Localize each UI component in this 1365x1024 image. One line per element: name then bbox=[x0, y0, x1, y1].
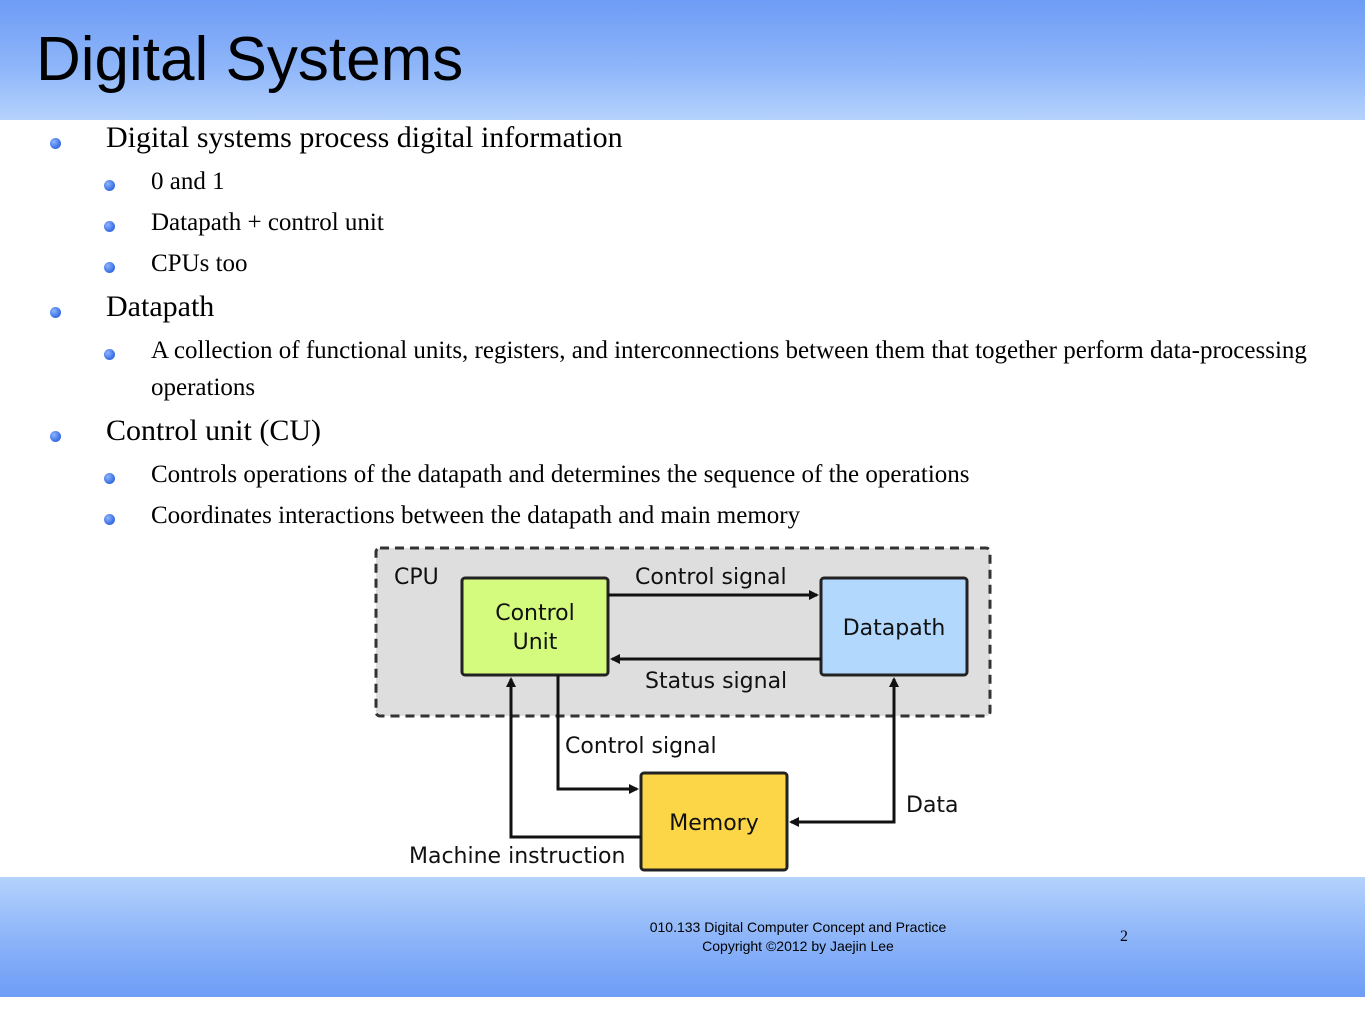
sub-bullet-item: 0 and 1 bbox=[151, 168, 225, 195]
cpu-diagram: CPU Control Unit Datapath Memory Control… bbox=[374, 546, 992, 872]
slide-header: Digital Systems bbox=[0, 0, 1365, 120]
control-unit-box bbox=[460, 576, 610, 677]
cpu-label: CPU bbox=[394, 565, 439, 590]
sub-bullet-item: CPUs too bbox=[151, 250, 248, 277]
sub-bullet-dot bbox=[104, 514, 115, 525]
memory-box bbox=[639, 771, 789, 872]
bullet-dot bbox=[50, 138, 61, 149]
bullet-item: Control unit (CU) bbox=[106, 414, 321, 447]
slide-title: Digital Systems bbox=[36, 25, 464, 94]
bullet-dot bbox=[50, 307, 61, 318]
sub-bullet-dot bbox=[104, 262, 115, 273]
footer-text: 010.133 Digital Computer Concept and Pra… bbox=[598, 918, 998, 956]
control-signal-bottom-label: Control signal bbox=[565, 734, 717, 759]
sub-bullet-item: Datapath + control unit bbox=[151, 209, 384, 236]
memory-label: Memory bbox=[669, 811, 758, 836]
control-signal-memory-arrow bbox=[556, 675, 639, 794]
slide-footer: 010.133 Digital Computer Concept and Pra… bbox=[0, 877, 1365, 997]
course-line: 010.133 Digital Computer Concept and Pra… bbox=[649, 919, 947, 935]
control-signal-top-label: Control signal bbox=[635, 565, 787, 590]
machine-instruction-label: Machine instruction bbox=[409, 844, 625, 869]
sub-bullet-dot bbox=[104, 473, 115, 484]
sub-bullet-item: A collection of functional units, regist… bbox=[151, 337, 1307, 401]
control-unit-label-line2: Unit bbox=[513, 630, 558, 655]
datapath-label: Datapath bbox=[843, 616, 946, 641]
data-label: Data bbox=[906, 793, 959, 818]
sub-bullet-item: Controls operations of the datapath and … bbox=[151, 461, 970, 488]
sub-bullet-item: Coordinates interactions between the dat… bbox=[151, 502, 801, 529]
machine-instruction-arrow bbox=[506, 677, 641, 839]
bullet-dot bbox=[50, 431, 61, 442]
bullet-item: Digital systems process digital informat… bbox=[106, 121, 623, 154]
sub-bullet-dot bbox=[104, 221, 115, 232]
page-number: 2 bbox=[1120, 928, 1128, 945]
status-signal-label: Status signal bbox=[645, 669, 787, 694]
control-unit-label-line1: Control bbox=[495, 601, 575, 626]
bullet-item: Datapath bbox=[106, 290, 215, 323]
copyright-line: Copyright ©2012 by Jaejin Lee bbox=[702, 938, 894, 954]
datapath-box bbox=[819, 576, 969, 677]
sub-bullet-dot bbox=[104, 180, 115, 191]
sub-bullet-dot bbox=[104, 349, 115, 360]
